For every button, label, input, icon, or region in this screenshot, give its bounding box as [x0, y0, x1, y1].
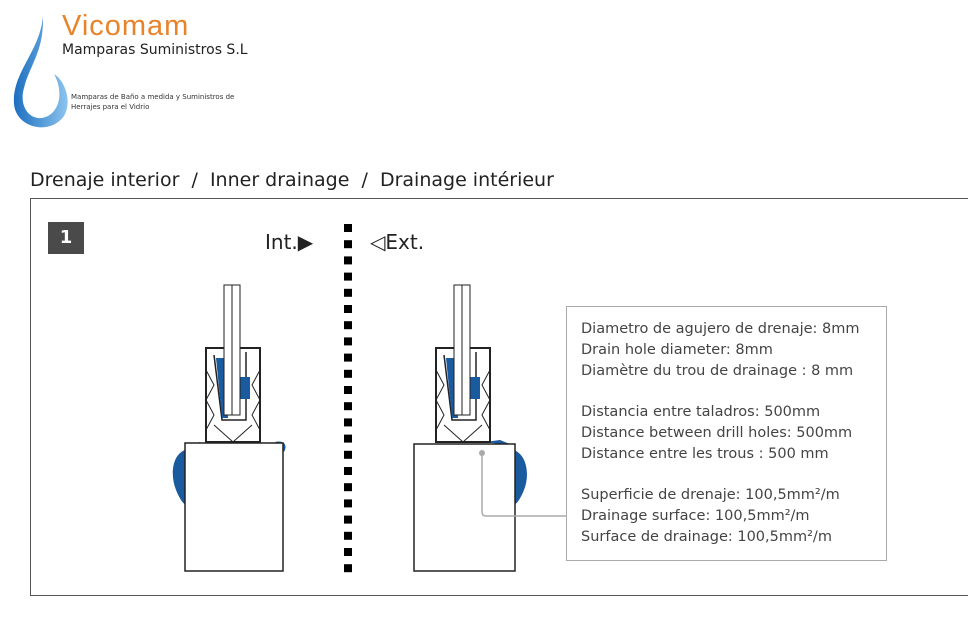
spec-text: Distance entre les trous : 500 mm: [581, 446, 829, 462]
callout-line: [479, 450, 566, 517]
spec-text: Surface de drainage: 100,5mm²/m: [581, 529, 832, 545]
divider-dot: [344, 450, 352, 459]
divider-dot: [344, 321, 352, 330]
step-number: 1: [48, 222, 84, 254]
divider-dot: [344, 548, 352, 556]
spec-text: Diamètre du trou de drainage : 8 mm: [581, 363, 854, 379]
divider-dot: [344, 515, 352, 524]
divider-dot: [344, 402, 352, 411]
spec-text: Diametro de agujero de drenaje: 8mm: [581, 321, 860, 337]
diagram-frame: [30, 198, 968, 596]
tagline: Mamparas de Baño a medida y Suministros …: [71, 93, 235, 111]
spec-text: Drain hole diameter: 8mm: [581, 342, 773, 358]
spec-text: Superficie de drenaje: 100,5mm²/m: [581, 487, 840, 503]
arrow-left-icon: ◁: [370, 230, 386, 254]
arrow-right-icon: ▶: [297, 230, 314, 254]
divider-dot: [344, 386, 352, 394]
interior-text: Int.: [265, 230, 298, 254]
divider-dot: [344, 483, 352, 492]
divider-dot: [344, 337, 352, 346]
divider-dot: [344, 305, 352, 313]
profile-exterior: [413, 284, 527, 572]
divider-dot: [344, 288, 352, 297]
divider-dotted-line: [344, 224, 352, 573]
spec-text: Distance between drill holes: 500mm: [581, 425, 853, 441]
divider-dot: [344, 224, 352, 232]
divider-dot: [344, 256, 352, 265]
divider-dot: [344, 418, 352, 427]
divider-dot: [344, 499, 352, 508]
divider-dot: [344, 467, 352, 475]
page-title: Drenaje interior / Inner drainage / Drai…: [30, 169, 554, 191]
exterior-text: Ext.: [385, 230, 425, 254]
spec-text: Drainage surface: 100,5mm²/m: [581, 508, 810, 524]
divider-dot: [344, 240, 352, 249]
divider-dot: [344, 353, 352, 362]
exterior-label: ◁Ext.: [370, 230, 424, 254]
interior-label: Int.▶: [265, 230, 313, 254]
company-name: Mamparas Suministros S.L: [62, 42, 248, 58]
profile-interior: [172, 284, 286, 572]
divider-dot: [344, 564, 352, 573]
water-drop-logo-icon: [13, 16, 68, 128]
divider-dot: [344, 531, 352, 540]
spec-text: Distancia entre taladros: 500mm: [581, 404, 821, 420]
divider-dot: [344, 272, 352, 281]
divider-dot: [344, 369, 352, 378]
divider-dot: [344, 434, 352, 443]
brand-name: Vicomam: [62, 10, 190, 42]
